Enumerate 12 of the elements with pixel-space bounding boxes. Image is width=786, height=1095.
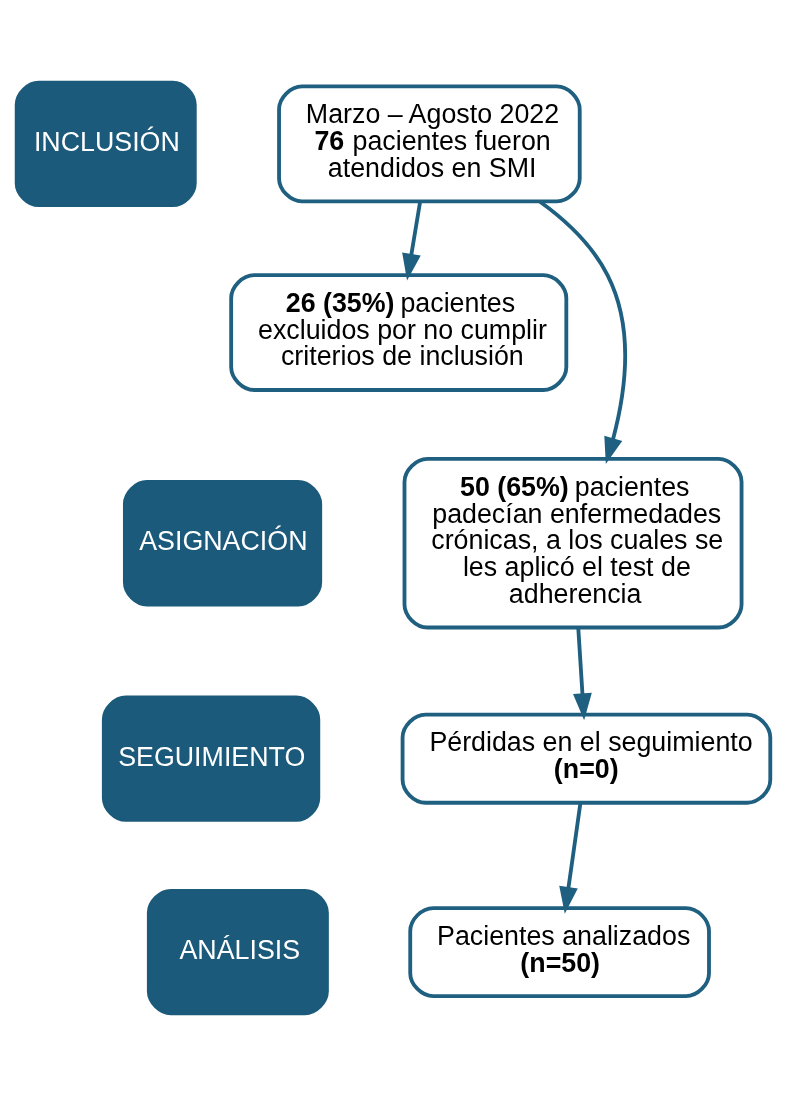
node-box: ANÁLISIS [146,888,329,1015]
node-box: SEGUIMIENTO [101,694,321,822]
node-box: 50 (65%) pacientes padecían enfermedades crónicas, a los cuales se les aplicó el test de adherencia [402,456,744,629]
arrow [573,626,592,720]
node-box: Pacientes analizados (n=50) [408,905,711,998]
arrow [402,200,422,281]
node-box: ASIGNACIÓN [122,479,323,606]
node-box: 26 (35%) pacientes excluidos por no cumplir criterios de inclusión [229,272,569,392]
node-box: INCLUSIÓN [14,80,197,207]
arrow [559,802,583,914]
node-box: Pérdidas en el seguimiento (n=0) [400,712,773,805]
node-box: Marzo – Agosto 2022 76 pacientes fueron atendidos en SMI [277,84,582,203]
